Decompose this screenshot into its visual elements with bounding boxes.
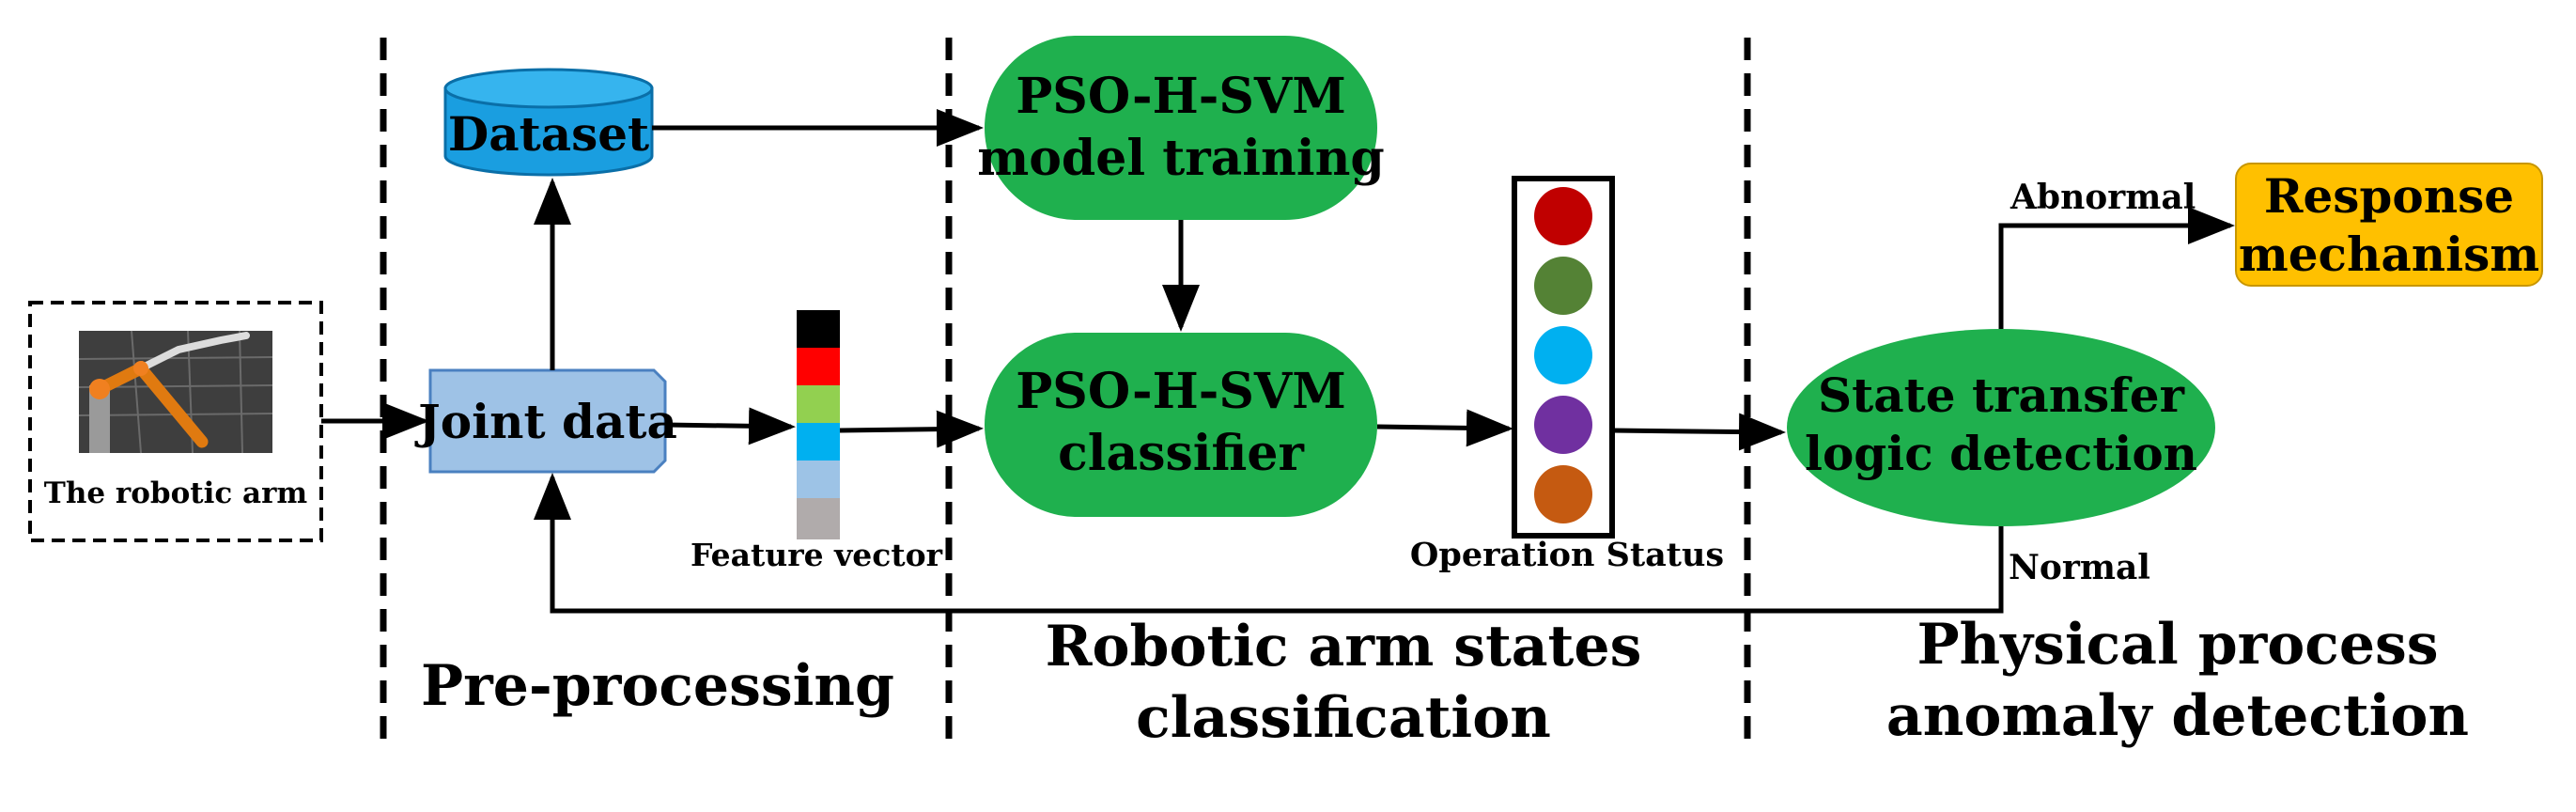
arrow-joint-to-feature xyxy=(664,407,796,445)
classifier-node: PSO-H-SVM classifier xyxy=(985,333,1377,517)
section-anomaly-line1: Physical process xyxy=(1916,612,2438,678)
section-classification-line2: classification xyxy=(1136,685,1551,751)
feature-vector-label: Feature vector xyxy=(691,537,943,573)
state-transfer-node: State transfer logic detection xyxy=(1787,329,2215,526)
robotic-arm-node: The robotic arm xyxy=(28,301,323,542)
response-mechanism-node: Response mechanism xyxy=(2235,163,2543,287)
state-transfer-line2: logic detection xyxy=(1805,426,2197,481)
classifier-line1: PSO-H-SVM xyxy=(1016,363,1346,420)
joint-data-node: Joint data xyxy=(414,368,677,474)
response-line2: mechanism xyxy=(2239,226,2539,282)
feature-cell-1 xyxy=(797,310,840,348)
feature-cell-4 xyxy=(797,423,840,461)
arrow-feature-to-classifier xyxy=(839,410,984,448)
arrow-status-to-state xyxy=(1611,413,1786,451)
section-classification-line1: Robotic arm states xyxy=(1046,614,1642,679)
normal-label: Normal xyxy=(2009,548,2150,587)
operation-status-node: Operation Status xyxy=(1410,176,1724,574)
state-transfer-line1: State transfer xyxy=(1818,367,2185,423)
feature-cell-6 xyxy=(797,498,840,539)
edges xyxy=(321,109,2235,614)
dataset-label: Dataset xyxy=(448,106,649,162)
response-line1: Response xyxy=(2264,168,2514,224)
operation-status-label: Operation Status xyxy=(1410,536,1724,574)
section-anomaly-line2: anomaly detection xyxy=(1886,683,2469,749)
feature-cell-5 xyxy=(797,461,840,498)
status-light-4 xyxy=(1534,396,1592,454)
feature-cell-2 xyxy=(797,348,840,385)
feature-cell-3 xyxy=(797,385,840,423)
section-preprocessing: Pre-processing xyxy=(421,653,894,719)
model-training-node: PSO-H-SVM model training xyxy=(977,36,1385,220)
arrow-classifier-to-status xyxy=(1376,409,1513,447)
status-light-3 xyxy=(1534,326,1592,384)
abnormal-label: Abnormal xyxy=(2010,178,2196,217)
arrow-state-to-response xyxy=(1998,207,2235,329)
feature-vector-node: Feature vector xyxy=(691,310,943,573)
robotic-arm-label: The robotic arm xyxy=(44,476,308,510)
status-light-2 xyxy=(1534,257,1592,315)
dataset-node: Dataset xyxy=(443,68,654,177)
model-training-line1: PSO-H-SVM xyxy=(1016,68,1346,125)
classifier-line2: classifier xyxy=(1058,425,1304,482)
robotic-arm-image xyxy=(78,330,273,454)
status-light-1 xyxy=(1534,187,1592,245)
model-training-line2: model training xyxy=(977,130,1385,187)
joint-data-label: Joint data xyxy=(414,394,677,449)
arrow-normal-feedback xyxy=(534,473,2004,614)
status-light-5 xyxy=(1534,465,1592,523)
